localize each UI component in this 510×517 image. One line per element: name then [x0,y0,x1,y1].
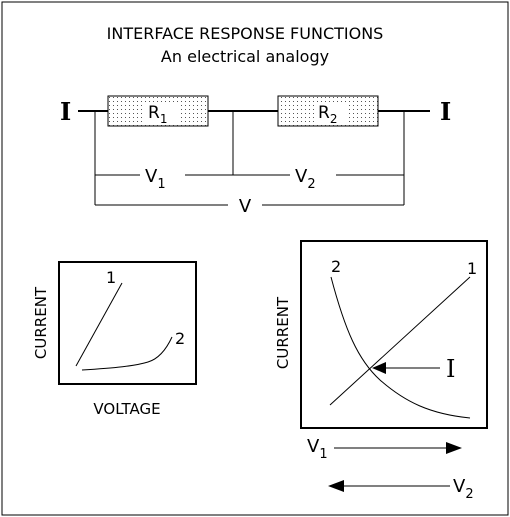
left-curve-1-label: 1 [106,268,116,287]
left-curve-2-label: 2 [175,329,185,348]
current-label-right: I [440,97,451,126]
left-graph-xlabel: VOLTAGE [93,400,160,418]
right-curve-2-label: 2 [331,257,341,276]
right-graph-ylabel: CURRENT [274,296,292,369]
resistor-2-subscript: 2 [330,112,338,126]
intersection-current-label: I [446,355,455,383]
resistor-2-label: R2 [318,103,337,126]
arrow-v2-letter: V [453,476,466,497]
title-line-2: An electrical analogy [161,47,329,66]
voltage-2-letter: V [295,166,308,187]
current-label-left: I [60,97,71,126]
left-graph-frame [58,261,197,385]
left-graph-ylabel: CURRENT [32,286,50,359]
resistor-2-letter: R [318,103,330,123]
right-curve-1-label: 1 [467,259,477,278]
right-curve-1 [329,276,471,406]
arrow-v2-label: V2 [453,476,474,502]
arrow-v1-subscript: 1 [319,447,327,462]
arrow-v1-label: V1 [307,436,328,462]
v1-arrowhead [446,442,462,454]
voltage-1-subscript: 1 [157,177,165,192]
voltage-lines [95,174,404,206]
resistor-2-label-bg [314,102,348,122]
voltage-2-label: V2 [295,166,316,192]
intersection-arrowhead [372,362,386,374]
voltage-total-label: V [239,196,252,217]
arrow-v1-letter: V [307,436,320,457]
voltage-1-label: V1 [145,166,166,192]
resistor-1-label-bg [144,102,178,122]
voltage-1-letter: V [145,166,158,187]
circuit [78,110,430,205]
title-line-1: INTERFACE RESPONSE FUNCTIONS [107,24,384,43]
arrow-v2-subscript: 2 [465,487,473,502]
left-curve-2 [81,336,173,371]
resistor-1-letter: R [148,103,160,123]
right-curve-2 [330,276,471,419]
right-graph-frame [300,240,488,429]
resistor-1-subscript: 1 [160,112,168,126]
left-curve-1 [75,282,123,367]
voltage-2-subscript: 2 [307,177,315,192]
resistor-1-label: R1 [148,103,167,126]
v2-arrowhead [328,480,344,492]
